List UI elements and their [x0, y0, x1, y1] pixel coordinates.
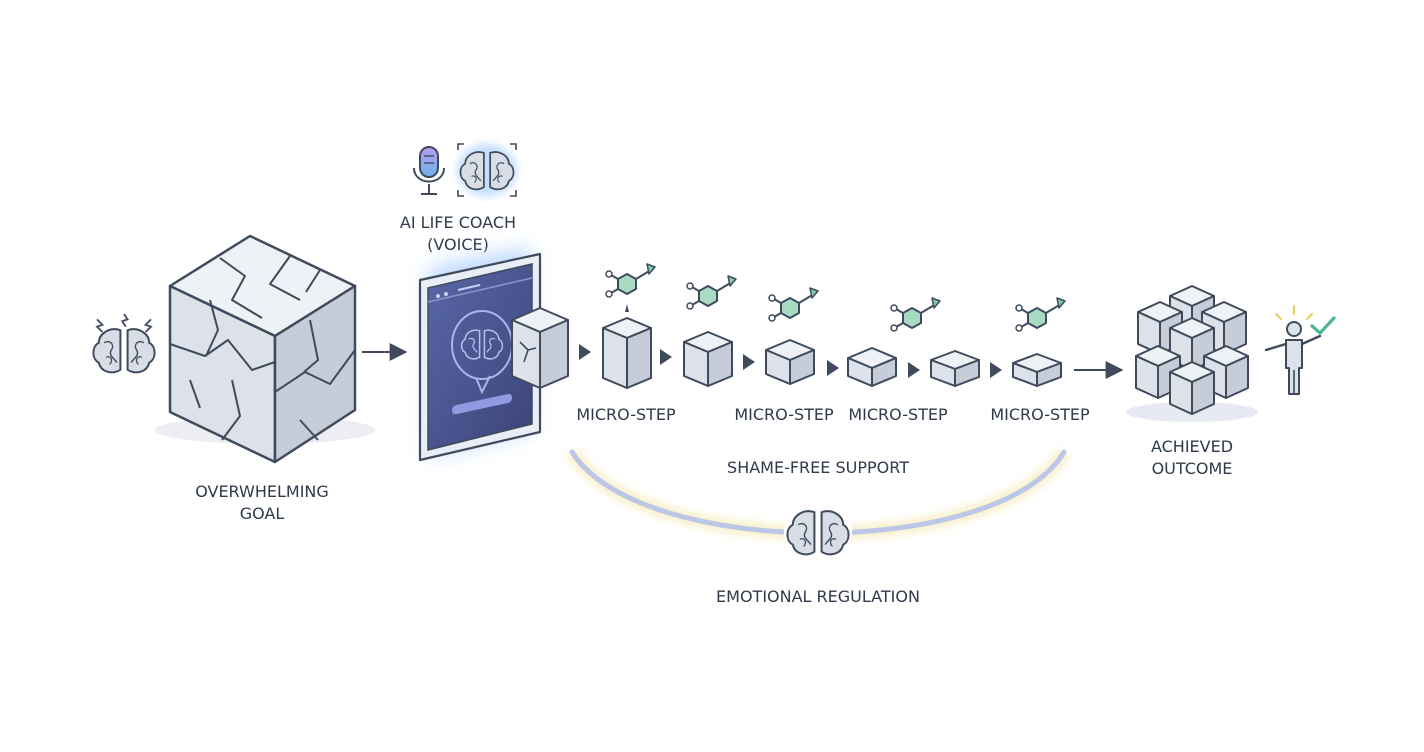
molecule-icon — [686, 275, 737, 310]
molecule-icon — [890, 297, 941, 332]
cracked-cube — [511, 307, 569, 389]
regulation-brain-icon — [783, 501, 853, 563]
overwhelming-goal-cube — [155, 234, 375, 464]
micro-step-cube-1 — [602, 317, 652, 389]
regulation-label: EMOTIONAL REGULATION — [716, 587, 920, 606]
ai-brain-icon — [457, 143, 517, 197]
ai-coach-screen — [418, 248, 542, 462]
goal-label-line1: OVERWHELMING — [195, 482, 329, 501]
molecule-icon — [768, 287, 819, 322]
micro-step-label-1: MICRO-STEP — [576, 405, 676, 424]
step-arrow — [827, 360, 839, 376]
micro-step-cube-3 — [765, 339, 815, 385]
support-label: SHAME-FREE SUPPORT — [727, 458, 909, 477]
person-icon — [1264, 321, 1322, 395]
step-arrow — [660, 349, 672, 365]
step-arrow — [990, 362, 1002, 378]
micro-step-label-3: MICRO-STEP — [848, 405, 948, 424]
achieved-outcome-cube-stack — [1126, 285, 1258, 422]
crack-lines — [169, 255, 356, 441]
step-arrow — [579, 344, 591, 360]
micro-step-cube-6 — [1012, 353, 1062, 387]
micro-step-cube-4 — [847, 347, 897, 387]
drop-icon — [625, 304, 629, 312]
step-arrow — [908, 362, 920, 378]
stressed-brain-icon — [92, 313, 156, 374]
sparkle-icon — [1275, 305, 1313, 320]
coach-label-line1: AI LIFE COACH — [400, 213, 516, 232]
microphone-icon — [413, 146, 445, 195]
stress-spark-icon — [95, 313, 153, 333]
micro-step-label-4: MICRO-STEP — [990, 405, 1090, 424]
micro-step-cube-5 — [930, 350, 980, 387]
goal-label-line2: GOAL — [240, 504, 285, 523]
micro-step-label-2: MICRO-STEP — [734, 405, 834, 424]
step-arrow — [743, 354, 755, 370]
micro-step-cube-2 — [683, 331, 733, 387]
molecule-icon — [1015, 297, 1066, 332]
outcome-label-line1: ACHIEVED — [1151, 437, 1233, 456]
check-icon — [1310, 316, 1336, 335]
input-bar — [452, 393, 512, 415]
coach-label-line2: (VOICE) — [427, 235, 489, 254]
outcome-label-line2: OUTCOME — [1152, 459, 1233, 478]
molecule-icon — [605, 263, 656, 298]
